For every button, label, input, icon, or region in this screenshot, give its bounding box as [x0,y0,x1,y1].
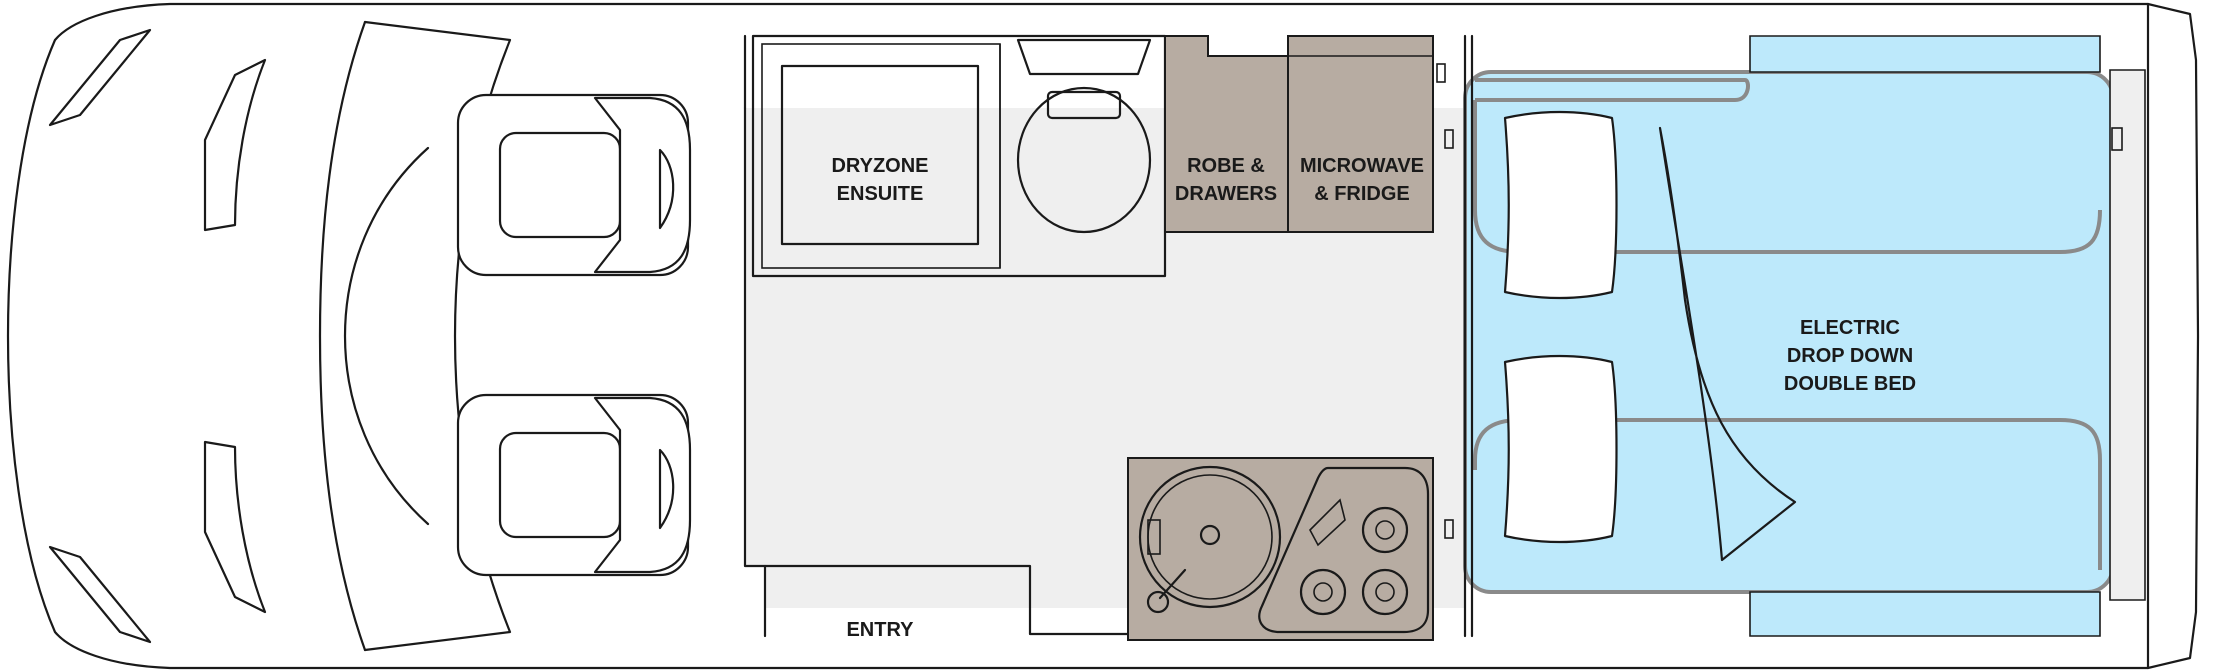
curtain [1658,126,1797,562]
shower-tray [780,64,980,246]
bed-label-line-3: DOUBLE BED [1784,373,1916,395]
burner-icon [1361,568,1409,616]
microwave-label-line-2: & FRIDGE [1314,183,1410,205]
lounge-seat-lower [1503,354,1618,544]
entry-label: ENTRY [846,619,914,641]
wall-fittings [1436,63,2123,539]
vehicle-body [6,2,2200,670]
robe-label-line-1: ROBE & [1187,155,1265,177]
toilet [1016,38,1152,234]
ensuite-label-line-2: ENSUITE [837,183,924,205]
robe-label-line-2: DRAWERS [1175,183,1277,205]
microwave-label-line-1: MICROWAVE [1300,155,1424,177]
passenger-seat [456,393,692,577]
cabinets: ROBE & DRAWERS MICROWAVE & FRIDGE [1164,35,1434,233]
bed-label-line-1: ELECTRIC [1800,317,1900,339]
ensuite-label-line-1: DRYZONE [831,155,928,177]
driver-seat [456,93,692,277]
cooktop [1258,466,1430,634]
kitchen-bench [1127,457,1434,641]
cab [48,20,512,652]
sink [1138,465,1282,614]
burner-icon [1361,506,1409,554]
burner-icon [1299,568,1347,616]
ensuite: DRYZONE ENSUITE [751,34,1167,278]
bedroom: ELECTRIC DROP DOWN DOUBLE BED [1463,34,2146,638]
lounge-seat-upper [1503,110,1618,300]
bed-label-line-2: DROP DOWN [1787,345,1913,367]
